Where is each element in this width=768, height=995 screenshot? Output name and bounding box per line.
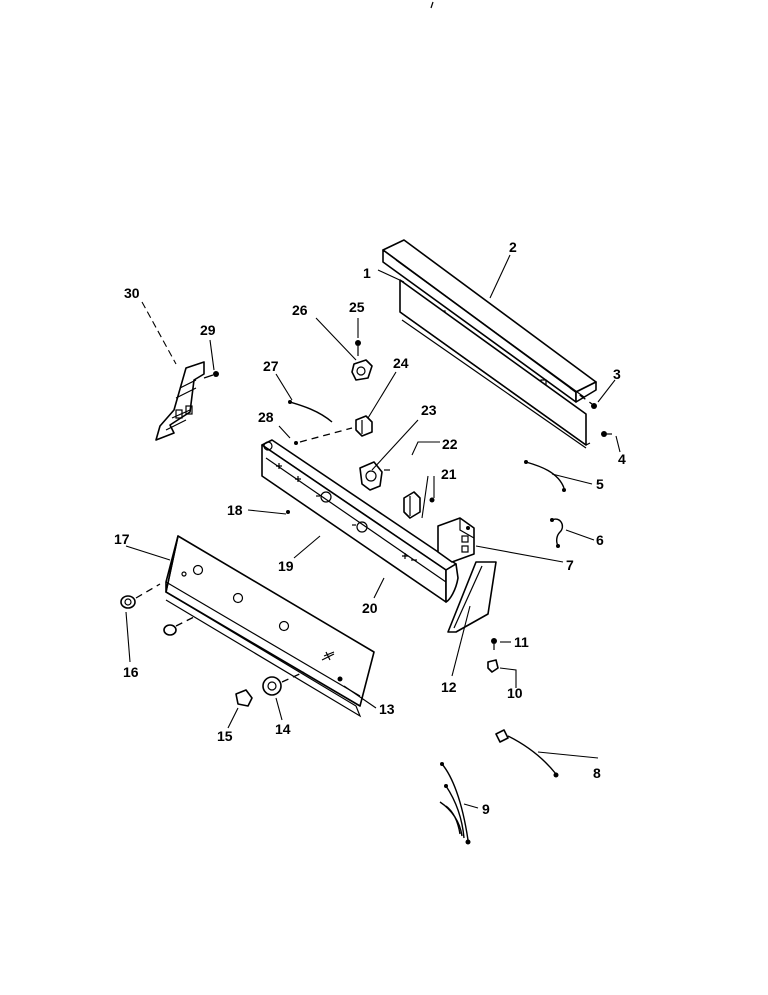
callout-27: 27 — [263, 358, 279, 374]
part-24-clip — [355, 415, 373, 437]
part-12-end-cap — [447, 561, 497, 633]
part-7-control-block — [437, 517, 475, 563]
callout-5: 5 — [596, 476, 604, 492]
callout-labels: 1 2 3 4 5 6 7 8 9 10 11 12 13 14 15 16 1… — [114, 239, 626, 817]
part-6-clip — [551, 518, 564, 547]
part-19-control-panel — [261, 439, 459, 603]
part-23-switch — [359, 461, 390, 491]
part-28-screw — [294, 427, 353, 445]
part-16-knob — [120, 583, 197, 636]
part-26-switch — [351, 359, 373, 381]
part-27-wire — [289, 401, 333, 423]
part-5-wire — [525, 461, 565, 489]
callout-17: 17 — [114, 531, 130, 547]
part-11-screw — [491, 638, 497, 650]
part-13-screw — [337, 676, 343, 682]
part-21-screw — [429, 497, 435, 503]
callout-10: 10 — [507, 685, 523, 701]
callout-1: 1 — [363, 265, 371, 281]
part-30-side-bracket — [155, 361, 205, 441]
callout-2: 2 — [509, 239, 517, 255]
callout-7: 7 — [566, 557, 574, 573]
callout-11: 11 — [514, 634, 529, 650]
callout-30: 30 — [124, 285, 140, 301]
part-29-screw — [203, 371, 219, 379]
callout-15: 15 — [217, 728, 233, 744]
callout-25: 25 — [349, 299, 365, 315]
callout-26: 26 — [292, 302, 308, 318]
callout-28: 28 — [258, 409, 274, 425]
callout-12: 12 — [441, 679, 457, 695]
part-25-screw — [355, 340, 361, 356]
part-8-wire — [495, 729, 559, 778]
callout-3: 3 — [613, 366, 621, 382]
callout-21: 21 — [441, 466, 457, 482]
callout-4: 4 — [618, 451, 626, 467]
part-1-rear-panel — [399, 279, 591, 449]
part-4-screw — [601, 431, 612, 437]
part-14-knob — [262, 671, 305, 696]
part-15-button — [235, 689, 253, 707]
part-2-top-trim — [382, 239, 597, 403]
leader-lines — [125, 254, 621, 809]
part-10-clip — [487, 659, 499, 673]
part-3-screw — [569, 387, 597, 409]
top-mark — [430, 1, 434, 9]
callout-13: 13 — [379, 701, 395, 717]
callout-16: 16 — [123, 664, 139, 680]
callout-22: 22 — [442, 436, 458, 452]
callout-23: 23 — [421, 402, 437, 418]
callout-24: 24 — [393, 355, 409, 371]
callout-14: 14 — [275, 721, 291, 737]
part-17-front-panel — [165, 535, 375, 718]
part-18-screw — [286, 510, 290, 514]
part-9-wire-harness — [439, 762, 471, 845]
callout-18: 18 — [227, 502, 243, 518]
callout-19: 19 — [278, 558, 294, 574]
callout-6: 6 — [596, 532, 604, 548]
callout-8: 8 — [593, 765, 601, 781]
callout-20: 20 — [362, 600, 378, 616]
callout-29: 29 — [200, 322, 216, 338]
callout-9: 9 — [482, 801, 490, 817]
part-22-switch — [403, 491, 421, 519]
